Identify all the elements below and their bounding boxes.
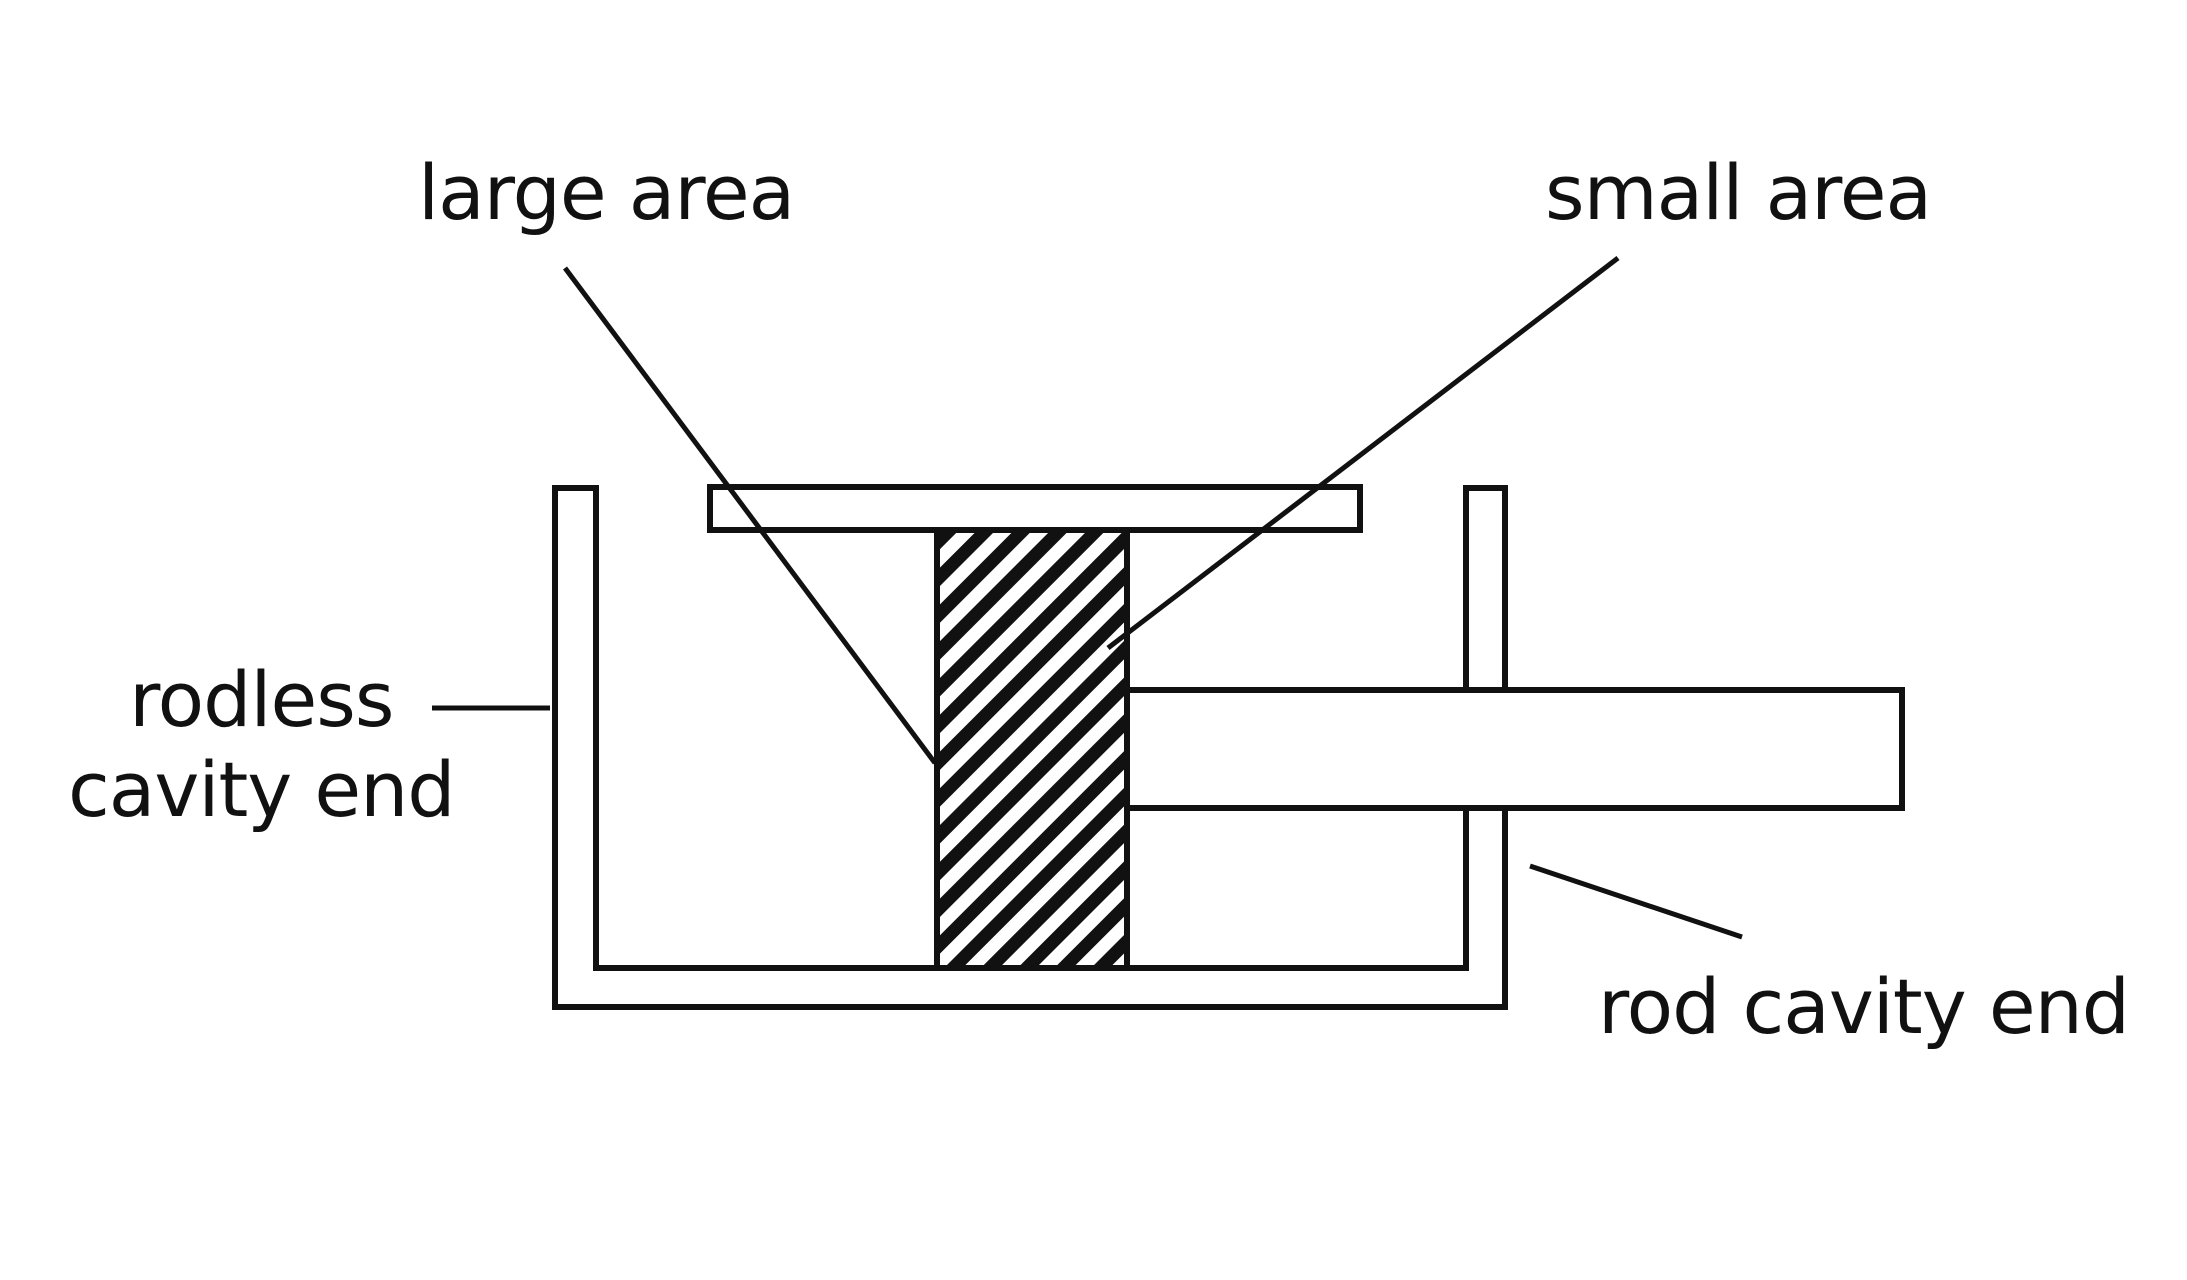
leader-line-rod-end xyxy=(1529,863,1743,940)
label-rodless-cavity-end: rodless cavity end xyxy=(68,655,456,835)
label-rodless-line2: cavity end xyxy=(68,745,456,834)
leader-line-small-area xyxy=(1106,256,1620,650)
label-rod-cavity-end: rod cavity end xyxy=(1598,962,2130,1051)
cylinder-barrel xyxy=(552,485,1508,1010)
top-plate xyxy=(707,484,1363,533)
label-small-area: small area xyxy=(1545,148,1932,237)
leader-line-large-area xyxy=(562,266,938,765)
piston xyxy=(934,527,1130,971)
label-rodless-line1: rodless xyxy=(129,655,394,744)
piston-rod xyxy=(1124,687,1905,811)
label-large-area: large area xyxy=(418,148,795,237)
